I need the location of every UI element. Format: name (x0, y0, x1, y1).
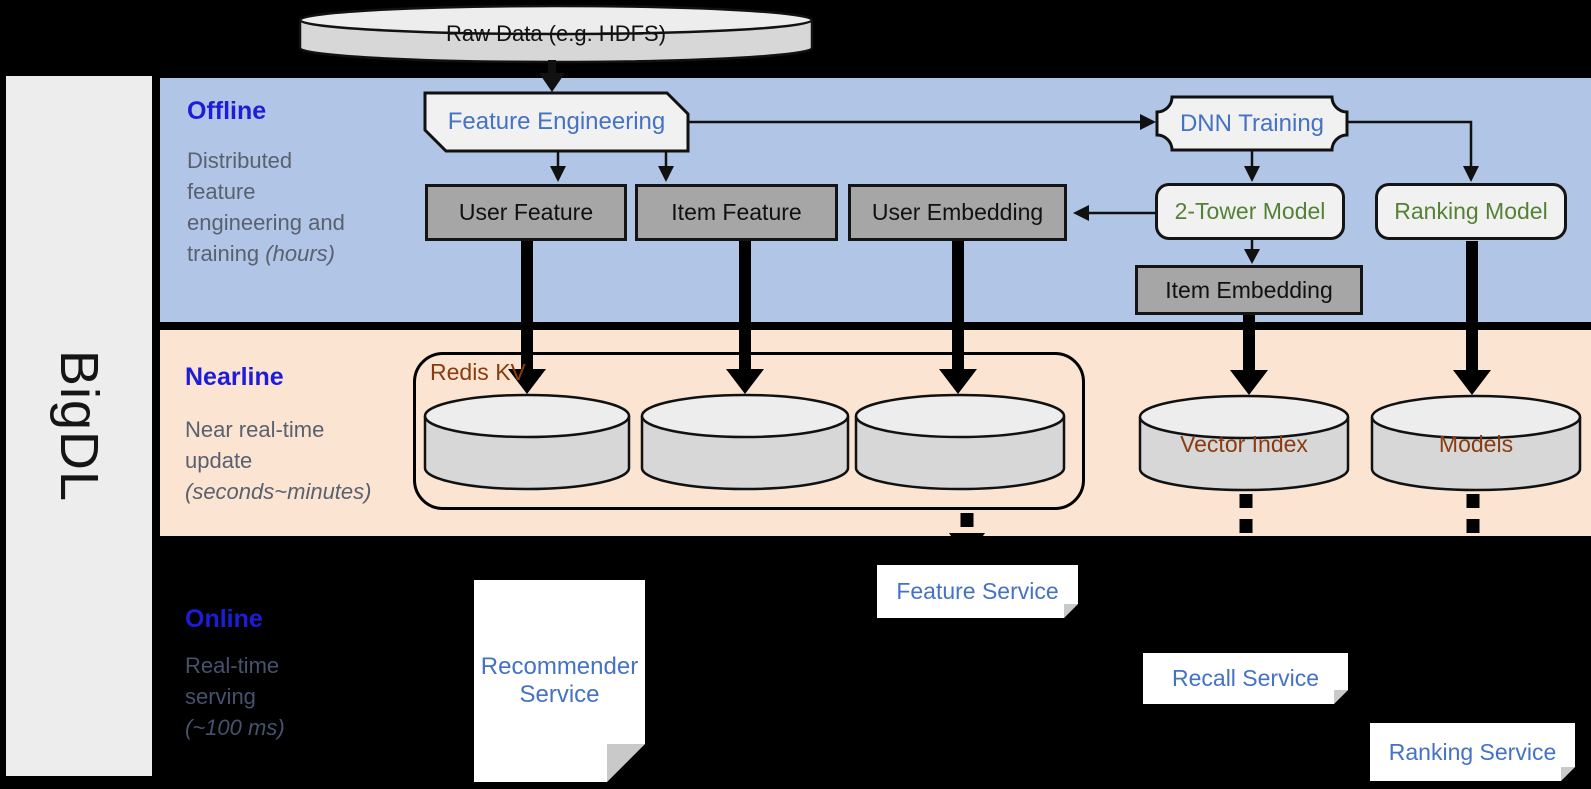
arrowhead-rankingmodel-to-models (1453, 370, 1491, 395)
nearline-desc-line3: (seconds~minutes) (185, 479, 372, 504)
recall-service-box: Recall Service (1143, 653, 1348, 704)
user-feature-box: User Feature (425, 184, 627, 241)
arrowhead-fe-to-itemfeature (658, 166, 674, 182)
arrow-dnn-to-rankingmodel (1347, 120, 1473, 167)
ranking-service-label: Ranking Service (1388, 738, 1557, 765)
thin-arrows (539, 60, 1479, 264)
offline-description: Distributed feature engineering and trai… (187, 145, 387, 269)
nearline-desc-line2: update (185, 448, 253, 473)
redis-cylinder-2 (640, 393, 850, 491)
online-desc-line3: (~100 ms) (185, 715, 285, 740)
ranking-service-box: Ranking Service (1370, 723, 1575, 781)
feature-service-box: Feature Service (877, 565, 1078, 618)
feature-engineering-label: Feature Engineering (447, 108, 666, 135)
arrowhead-twotower-to-userembedding (1073, 205, 1089, 221)
ranking-model-box: Ranking Model (1375, 183, 1567, 240)
arrowhead-itemfeature-to-redis (726, 369, 764, 394)
arrowhead-userembedding-to-redis (939, 369, 977, 394)
offline-desc-line2: feature (187, 179, 256, 204)
nearline-description: Near real-time update (seconds~minutes) (185, 414, 425, 507)
offline-desc-line3: engineering and (187, 210, 345, 235)
redis-kv-container (413, 352, 1085, 510)
dnn-training-label: DNN Training (1179, 109, 1325, 137)
recall-service-label: Recall Service (1172, 665, 1319, 691)
redis-kv-label: Redis KV (430, 359, 526, 385)
recommender-service-doc: Recommender Service (474, 580, 645, 782)
arrowhead-fe-to-userfeature (550, 166, 566, 182)
arrowhead-rawdata-to-fe (539, 73, 565, 92)
models-label: Models (1438, 430, 1514, 457)
two-tower-model-box: 2-Tower Model (1155, 183, 1345, 240)
item-feature-box: Item Feature (635, 184, 838, 241)
raw-data-label: Raw Data (e.g. HDFS) (445, 21, 667, 46)
vector-index-cylinder (1138, 394, 1350, 492)
item-embedding-box: Item Embedding (1135, 265, 1363, 315)
dnn-training-shape (1155, 95, 1349, 152)
offline-desc-line1: Distributed (187, 148, 293, 173)
feature-engineering-shape (423, 91, 690, 153)
nearline-desc-line1: Near real-time (185, 417, 325, 442)
arrowhead-fe-to-dnn (1140, 114, 1156, 130)
feature-service-label: Feature Service (896, 578, 1059, 604)
arrowhead-dnn-to-rankingmodel (1463, 166, 1479, 182)
online-description: Real-time serving (~100 ms) (185, 650, 365, 743)
online-title: Online (185, 605, 263, 633)
arrowhead-itemembedding-to-vectorindex (1230, 370, 1268, 395)
nearline-title: Nearline (185, 363, 284, 391)
arrowhead-dnn-to-twotower (1244, 166, 1260, 182)
vector-index-label: Vector Index (1180, 430, 1308, 457)
recommender-service-label: Recommender Service (480, 653, 639, 708)
offline-title: Offline (187, 97, 267, 125)
online-desc-line1: Real-time (185, 653, 280, 678)
arrowhead-twotower-to-itemembedding (1244, 249, 1260, 264)
bigdl-sidebar: BigDL (6, 76, 152, 776)
redis-cylinder-1 (423, 393, 631, 491)
raw-data-cylinder (298, 4, 814, 64)
online-band (160, 536, 1591, 789)
online-desc-line2: serving (185, 684, 256, 709)
redis-cylinder-3 (854, 393, 1066, 491)
dashed-arrows (949, 494, 1480, 559)
thick-arrows (508, 241, 1491, 395)
user-embedding-box: User Embedding (848, 184, 1067, 241)
offline-desc-line4: training (hours) (187, 241, 335, 266)
arrowhead-userfeature-to-redis (508, 369, 546, 394)
arrowhead-redis-to-featureservice (949, 533, 985, 559)
models-cylinder (1370, 394, 1582, 492)
